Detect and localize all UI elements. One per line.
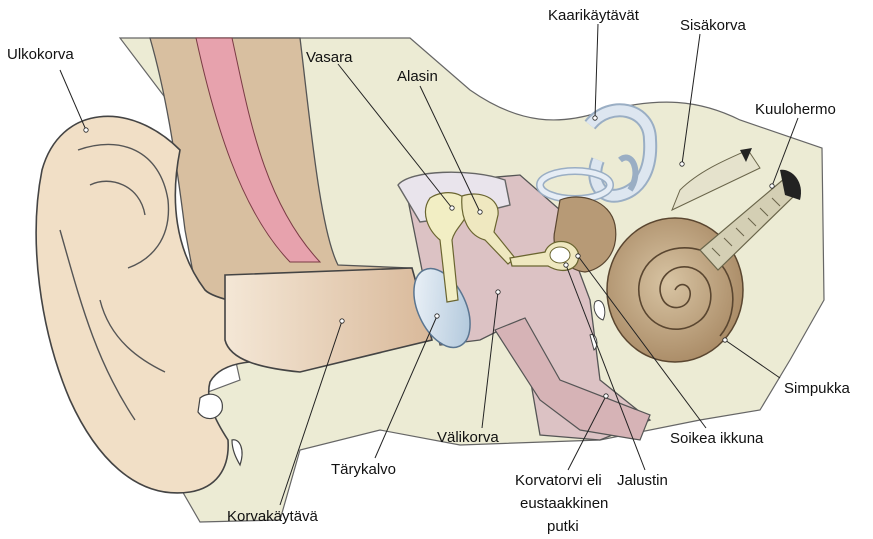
label-kuulohermo: Kuulohermo (755, 101, 836, 118)
stapes-foot (550, 247, 570, 263)
label-korvatorvi-line1: Korvatorvi eli (515, 472, 602, 489)
label-korvatorvi-line3: putki (547, 518, 579, 535)
label-ulkokorva: Ulkokorva (7, 46, 74, 63)
label-simpukka: Simpukka (784, 380, 851, 397)
label-korvatorvi-line2: eustaakkinen (520, 495, 608, 512)
label-soikea-ikkuna: Soikea ikkuna (670, 430, 764, 447)
label-alasin: Alasin (397, 68, 438, 85)
label-korvakaytava: Korvakäytävä (227, 508, 319, 525)
label-jalustin: Jalustin (617, 472, 668, 489)
pinna-cavity-1 (198, 394, 222, 418)
label-vasara: Vasara (306, 49, 353, 66)
label-tarykalvo: Tärykalvo (331, 461, 396, 478)
label-sisakorva: Sisäkorva (680, 17, 747, 34)
leader-kaarikaytavat (593, 24, 598, 120)
label-valikorva: Välikorva (437, 429, 499, 446)
label-kaarikaytavat: Kaarikäytävät (548, 7, 640, 24)
